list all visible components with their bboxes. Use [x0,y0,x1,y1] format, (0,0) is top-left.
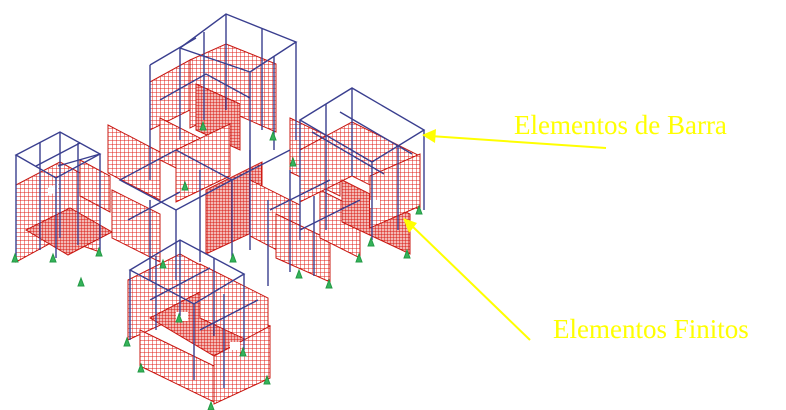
frame-bar-members [14,13,426,388]
arrow-head-icon [403,218,417,233]
bar-elements-arrow [422,129,607,149]
shell-wall-panels [15,43,421,405]
arrow-head-icon [422,129,436,143]
bar-elements-label: Elementos de Barra [514,110,727,140]
finite-elements-label: Elementos Finitos [553,314,749,344]
support-restraints [11,120,423,410]
structural-model [11,13,426,410]
finite-elements-arrow [403,218,531,341]
